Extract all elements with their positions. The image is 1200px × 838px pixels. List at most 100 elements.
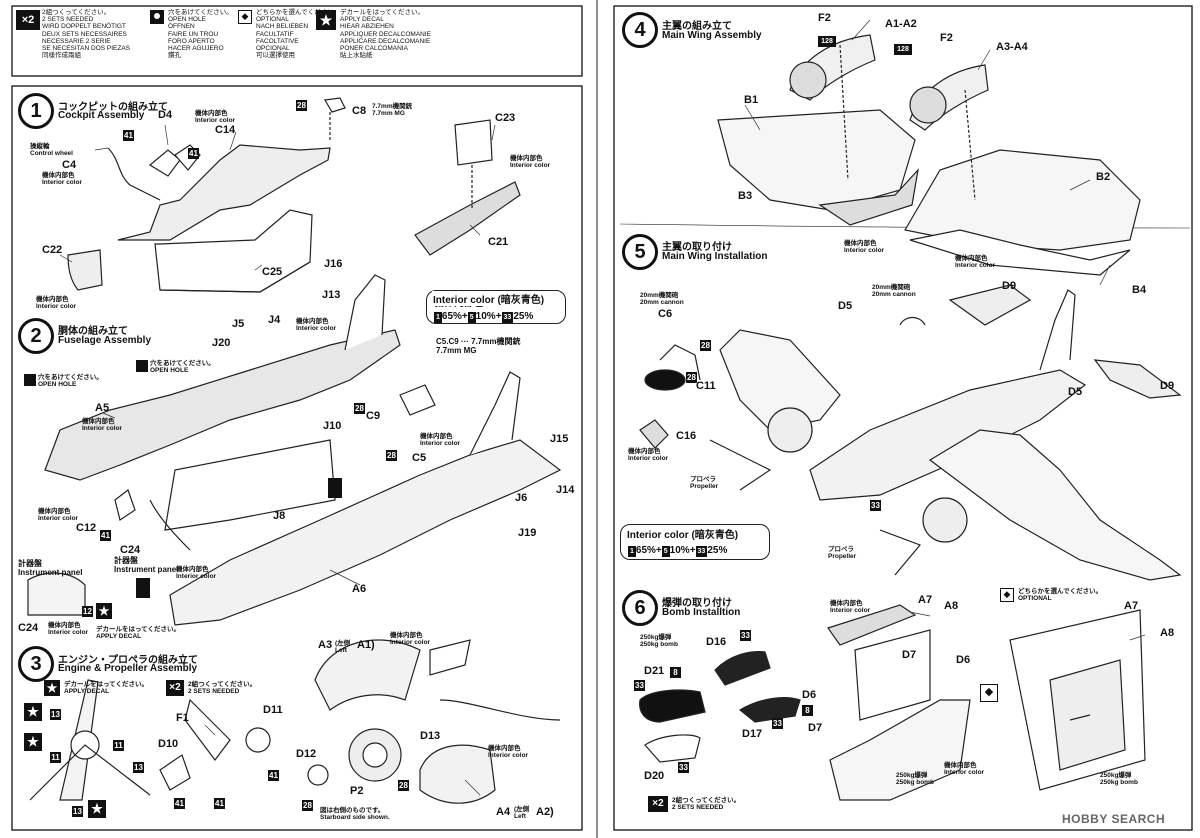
open-hole-icon — [136, 360, 148, 372]
open-hole-icon — [24, 374, 36, 386]
paint-ref-41: 41 — [174, 798, 185, 809]
interior-color-note: 機体内部色 Interior color — [48, 622, 89, 637]
part-b4: B4 — [1132, 284, 1147, 296]
bomb-note: 250kg爆弾 250kg bomb — [1100, 772, 1138, 787]
c5-c9-mg-note: C5.C9 ··· 7.7mm機関銃 7.7mm MG — [436, 337, 521, 355]
part-f1: F1 — [176, 712, 189, 724]
control-wheel-note: 操縦輪 Control wheel — [30, 143, 73, 158]
paint-ref-28: 28 — [686, 372, 697, 383]
cannon-note: 20mm機関砲 20mm cannon — [640, 292, 684, 307]
part-d5-b: D5 — [1068, 386, 1083, 398]
paint-ref-33: 33 — [501, 312, 514, 323]
part-a7-a: A7 — [918, 594, 933, 606]
step-2-title-en: Fuselage Assembly — [58, 335, 152, 346]
open-hole-icon — [136, 578, 150, 598]
part-d12: D12 — [296, 748, 317, 760]
part-d6-a: D6 — [956, 654, 971, 666]
paint-ref-33: 33 — [678, 762, 689, 773]
part-d21: D21 — [644, 665, 665, 677]
part-a4: A4 — [496, 806, 511, 818]
two-sets-note: 2組つくってください。 2 SETS NEEDED — [188, 681, 257, 696]
two-sets-note: 2組つくってください。 2 SETS NEEDED — [672, 797, 741, 812]
part-p2: P2 — [350, 785, 364, 797]
part-a6: A6 — [352, 583, 367, 595]
part-d11: D11 — [263, 704, 283, 716]
part-c9: C9 — [366, 410, 381, 422]
open-hole-note: 穴をあけてください。 OPEN HOLE — [38, 374, 103, 389]
paint-ref-8: 8 — [670, 667, 681, 678]
two-sets-symbol: ×2 — [16, 10, 40, 30]
interior-color-note: 機体内部色 Interior color — [38, 508, 79, 523]
part-j15: J15 — [550, 433, 569, 445]
part-d7-a: D7 — [902, 649, 917, 661]
paint-ref-1: 1 — [628, 546, 636, 557]
part-a3-a4: A3-A4 — [996, 41, 1028, 53]
part-a8-b: A8 — [1160, 627, 1175, 639]
propeller-note: プロペラ Propeller — [690, 476, 719, 491]
decal-star-icon: ★ — [24, 703, 42, 721]
part-c24-b: C24 — [18, 622, 39, 634]
instrument-panel-note: 計器盤 Instrument panel — [18, 559, 83, 577]
part-d7-b: D7 — [808, 722, 823, 734]
part-c5: C5 — [412, 452, 427, 464]
paint-ref-28: 28 — [354, 403, 365, 414]
paint-ref-33: 33 — [740, 630, 751, 641]
step-6-title-en: Bomb Installtion — [662, 607, 741, 618]
part-j8: J8 — [273, 510, 286, 522]
decal-star-icon: ★ — [316, 10, 336, 30]
paint-ref-33: 33 — [870, 500, 881, 511]
interior-color-note: 機体内部色 Interior color — [82, 418, 123, 433]
part-c14: C14 — [215, 124, 236, 136]
part-c21: C21 — [488, 236, 509, 248]
part-j19: J19 — [518, 527, 537, 539]
bomb-note: 250kg爆弾 250kg bomb — [640, 634, 678, 649]
optional-icon: ◆ — [1000, 588, 1014, 602]
part-a2: A2) — [536, 806, 554, 818]
legend-two-sets-text: 2組つくってください。 2 SETS NEEDED WIRD DOPPELT B… — [42, 9, 131, 60]
step-3-title-en: Engine & Propeller Assembly — [58, 663, 198, 674]
interior-color-note: 機体内部色 Interior color — [955, 255, 996, 270]
part-j14: J14 — [556, 484, 575, 496]
hobby-search-watermark: HOBBY SEARCH — [1062, 812, 1166, 826]
part-c12: C12 — [76, 522, 97, 534]
starboard-note: 図は右側のものです。 Starboard side shown. — [320, 807, 390, 822]
paint-ref-41: 41 — [268, 770, 279, 781]
instrument-panel-note: 計器盤 Instrument panel — [114, 556, 179, 574]
part-d6-b: D6 — [802, 689, 817, 701]
step-3-number: 3 — [18, 646, 54, 682]
paint-ref-28: 28 — [296, 100, 307, 111]
part-c16: C16 — [676, 430, 697, 442]
paint-ref-128: 128 — [894, 44, 912, 55]
step-4-title-en: Main Wing Assembly — [662, 30, 762, 41]
paint-ref-33: 33 — [695, 546, 708, 557]
apply-decal-note: デカールをはってください。 APPLY DECAL — [96, 626, 180, 641]
open-hole-note: 穴をあけてください。 OPEN HOLE — [150, 360, 215, 375]
part-d9-a: D9 — [1002, 280, 1017, 292]
part-d16: D16 — [706, 636, 727, 648]
open-hole-icon — [150, 10, 164, 24]
interior-color-note: 機体内部色 Interior color — [176, 566, 217, 581]
part-b1: B1 — [744, 94, 759, 106]
paint-ref-28: 28 — [386, 450, 397, 461]
decal-star-icon: ★ — [24, 733, 42, 751]
part-f2-b: F2 — [940, 32, 953, 44]
paint-ref-11: 11 — [113, 740, 124, 751]
part-j16: J16 — [324, 258, 343, 270]
part-a3: A3 — [318, 639, 333, 651]
part-c11: C11 — [696, 380, 716, 392]
part-j4: J4 — [268, 314, 281, 326]
paint-ref-33: 33 — [772, 718, 783, 729]
part-d10: D10 — [158, 738, 179, 750]
part-c25: C25 — [262, 266, 283, 278]
interior-color-note: 機体内部色 Interior color — [42, 172, 83, 187]
interior-color-note: 機体内部色 Interior color — [628, 448, 669, 463]
paint-ref-128: 128 — [818, 36, 836, 47]
mg-note: 7.7mm機関銃 7.7mm MG — [372, 103, 413, 118]
step-5-title-en: Main Wing Installation — [662, 251, 768, 262]
part-j13: J13 — [322, 289, 341, 301]
interior-color-note: 機体内部色 Interior color — [420, 433, 461, 448]
paint-ref-28: 28 — [398, 780, 409, 791]
part-a5: A5 — [95, 402, 110, 414]
part-a1-a2: A1-A2 — [885, 18, 917, 30]
part-d13: D13 — [420, 730, 441, 742]
